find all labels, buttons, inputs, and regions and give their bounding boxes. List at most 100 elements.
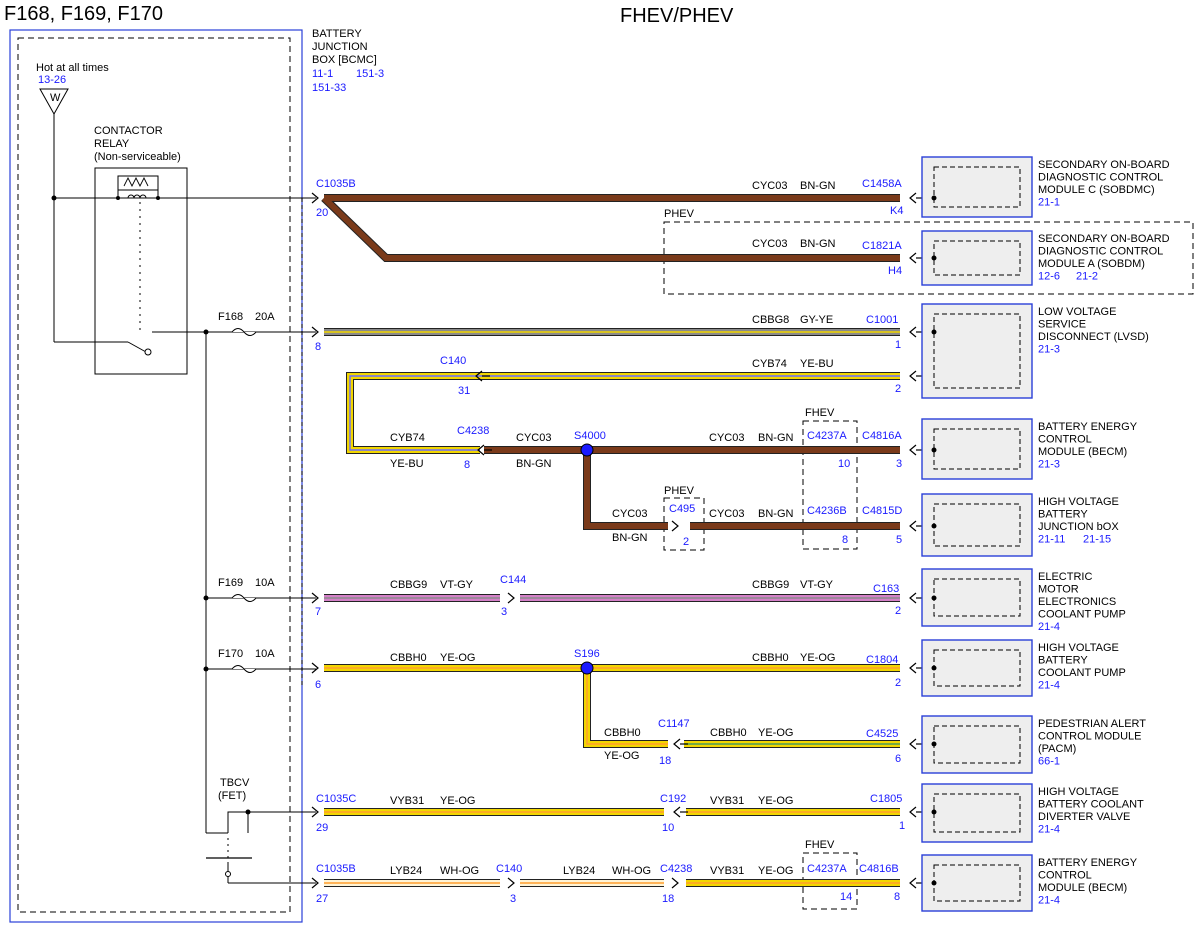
module-ref[interactable]: 21-15 — [1083, 534, 1111, 546]
module-ref[interactable]: 21-4 — [1038, 824, 1060, 836]
module-name-line: MODULE (BECM) — [1038, 446, 1127, 458]
connector-c163[interactable]: C163 — [873, 583, 899, 595]
connector-c495[interactable]: C495 — [669, 503, 695, 515]
module-box — [921, 783, 1033, 843]
pin-27[interactable]: 27 — [316, 893, 328, 905]
connector-c4815d[interactable]: C4815D — [862, 505, 902, 517]
module-pin — [931, 447, 937, 453]
connector-c4238[interactable]: C4238 — [457, 425, 489, 437]
pin-2[interactable]: 2 — [683, 536, 689, 548]
pin-18[interactable]: 18 — [659, 755, 671, 767]
connector-c1805[interactable]: C1805 — [870, 793, 902, 805]
pin-8[interactable]: 8 — [464, 459, 470, 471]
module-ref[interactable]: 21-2 — [1076, 271, 1098, 283]
module-pin — [931, 741, 937, 747]
module-ref[interactable]: 12-6 — [1038, 271, 1060, 283]
module-ref[interactable]: 21-3 — [1038, 459, 1060, 471]
connector-c140-2[interactable]: C140 — [496, 863, 522, 875]
module-ref[interactable]: 21-3 — [1038, 344, 1060, 356]
pin-6[interactable]: 6 — [315, 679, 321, 691]
pin-31[interactable]: 31 — [458, 385, 470, 397]
pin-8[interactable]: 8 — [894, 891, 900, 903]
splice-s196[interactable] — [580, 661, 594, 675]
pin-10[interactable]: 10 — [662, 822, 674, 834]
pin-6[interactable]: 6 — [895, 753, 901, 765]
pin-1[interactable]: 1 — [899, 820, 905, 832]
connector-c1035c[interactable]: C1035C — [316, 793, 356, 805]
pin-8[interactable]: 8 — [315, 341, 321, 353]
module-ref[interactable]: 21-4 — [1038, 680, 1060, 692]
wire-circuit: CBBH0 — [752, 652, 789, 664]
connector-c1001[interactable]: C1001 — [866, 314, 898, 326]
module-ref[interactable]: 21-4 — [1038, 621, 1060, 633]
connector-arrow — [311, 192, 319, 204]
fhev-region-c4237a — [802, 420, 858, 550]
connector-c4816b[interactable]: C4816B — [859, 863, 899, 875]
splice-s4000[interactable] — [580, 443, 594, 457]
variant-title: FHEV/PHEV — [620, 5, 734, 27]
pin-18[interactable]: 18 — [662, 893, 674, 905]
pin-1[interactable]: 1 — [895, 339, 901, 351]
pin-29[interactable]: 29 — [316, 822, 328, 834]
pin-h4[interactable]: H4 — [888, 265, 902, 277]
pin-10[interactable]: 10 — [838, 458, 850, 470]
connector-c1147[interactable]: C1147 — [658, 718, 690, 730]
pin-k4[interactable]: K4 — [890, 205, 903, 217]
connector-c1458a[interactable]: C1458A — [862, 178, 902, 190]
pin-2[interactable]: 2 — [895, 383, 901, 395]
connector-c1804[interactable]: C1804 — [866, 654, 898, 666]
pin-2[interactable]: 2 — [895, 677, 901, 689]
connector-c4236b[interactable]: C4236B — [807, 505, 847, 517]
splice-label-s196[interactable]: S196 — [574, 648, 600, 660]
pin-5[interactable]: 5 — [896, 534, 902, 546]
pin-3[interactable]: 3 — [501, 606, 507, 618]
module-name-line: COOLANT PUMP — [1038, 609, 1126, 621]
module-ref[interactable]: 66-1 — [1038, 756, 1060, 768]
connector-c4238-2[interactable]: C4238 — [660, 863, 692, 875]
bjb-ref-2[interactable]: 151-3 — [356, 68, 384, 80]
wire-circuit: LYB24 — [563, 865, 595, 877]
bjb-ref-3[interactable]: 151-33 — [312, 82, 346, 94]
wire-color: YE-OG — [800, 652, 835, 664]
connector-c1821a[interactable]: C1821A — [862, 240, 902, 252]
hot-ref[interactable]: 13-26 — [38, 74, 66, 86]
fuses-title: F168, F169, F170 — [4, 3, 163, 25]
connector-c4525[interactable]: C4525 — [866, 728, 898, 740]
bjb-ref-1[interactable]: 11-1 — [312, 68, 333, 80]
pin-14[interactable]: 14 — [840, 891, 852, 903]
connector-c144[interactable]: C144 — [500, 574, 526, 586]
connector-c1035b-2[interactable]: C1035B — [316, 863, 356, 875]
pin-20[interactable]: 20 — [316, 207, 328, 219]
relay-switch-arm — [127, 341, 147, 353]
pin-8[interactable]: 8 — [842, 534, 848, 546]
connector-arrow — [671, 877, 679, 889]
connector-arrow — [311, 877, 319, 889]
connector-c4816a[interactable]: C4816A — [862, 430, 902, 442]
module-ref[interactable]: 21-4 — [1038, 895, 1060, 907]
pin-3[interactable]: 3 — [896, 458, 902, 470]
pin-2[interactable]: 2 — [895, 605, 901, 617]
pin-3[interactable]: 3 — [510, 893, 516, 905]
connector-c1035b[interactable]: C1035B — [316, 178, 356, 190]
connector-c192[interactable]: C192 — [660, 793, 686, 805]
pin-7[interactable]: 7 — [315, 606, 321, 618]
connector-arrow — [475, 370, 483, 382]
connector-c4237a-2[interactable]: C4237A — [807, 863, 847, 875]
module-ref[interactable]: 21-11 — [1038, 534, 1065, 546]
fhev-tag-c4237a-2: FHEV — [805, 839, 835, 851]
module-ref[interactable]: 21-1 — [1038, 197, 1060, 209]
connector-c140[interactable]: C140 — [440, 355, 466, 367]
module-name-line: CONTROL — [1038, 870, 1092, 882]
splice-label-s4000[interactable]: S4000 — [574, 430, 606, 442]
connector-c4237a[interactable]: C4237A — [807, 430, 847, 442]
